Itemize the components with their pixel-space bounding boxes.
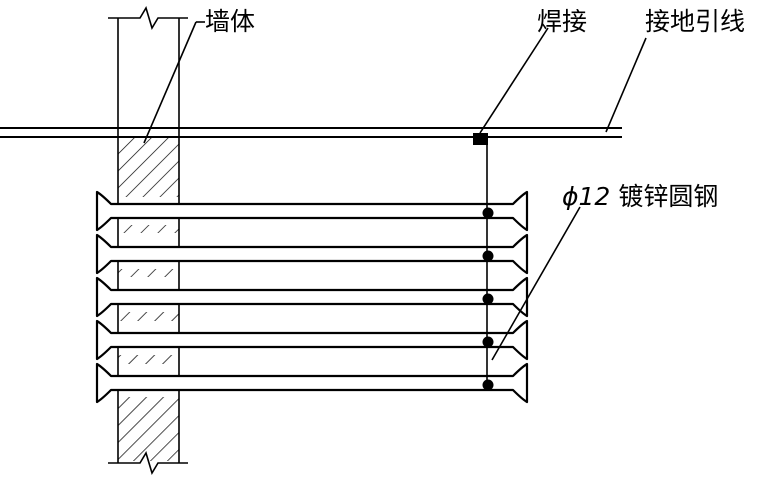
weld-dot-5 [482, 379, 494, 391]
weld-label: 焊接 [537, 7, 587, 36]
rods-group [95, 190, 529, 404]
rod-material-label: 镀锌圆钢 [618, 182, 718, 211]
weld-leader-line [479, 27, 549, 134]
rod-label: ϕ12 镀锌圆钢 [562, 182, 718, 211]
wall-hatch-bottom [118, 397, 179, 461]
wall-hatch-top [118, 137, 179, 197]
rod-leader-line [491, 206, 581, 361]
wall-hatch-gap-2 [118, 269, 179, 277]
rod-3 [95, 276, 529, 318]
wall-hatch-gap-3 [118, 312, 179, 321]
rod-1 [95, 190, 529, 232]
weld-dot-4 [482, 336, 494, 348]
weld-dot-3 [482, 293, 494, 305]
wall-label: 墙体 [205, 7, 255, 36]
weld-dot-2 [482, 250, 494, 262]
wall-leader-line [143, 21, 197, 144]
wall-hatch-gap-4 [118, 355, 179, 364]
ground-lead-leader-line [605, 37, 647, 133]
rod-4 [95, 319, 529, 361]
ground-lead-label: 接地引线 [645, 7, 745, 36]
rod-2 [95, 233, 529, 275]
wall-hatch-gap-1 [118, 225, 179, 233]
rod-5 [95, 362, 529, 404]
ground-lead-line [0, 127, 622, 138]
weld-dot-1 [482, 207, 494, 219]
rod-diameter-label: ϕ12 [562, 182, 610, 211]
weld-dots-group [482, 207, 494, 391]
weld-point [473, 133, 488, 145]
